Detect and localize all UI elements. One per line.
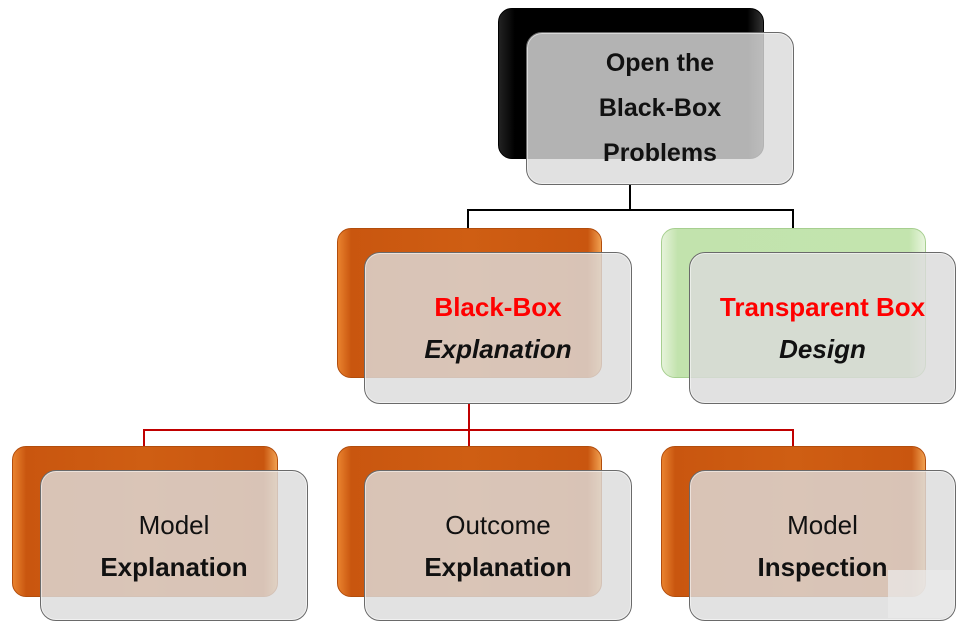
outcome-explanation-card[interactable]: Outcome Explanation [364, 470, 632, 621]
outcome-explanation-line-2: Explanation [424, 551, 572, 582]
outcome-explanation-line-1: Outcome [445, 509, 551, 540]
transparent-box-subtitle: Design [779, 334, 866, 364]
connector-to-model-explanation [143, 429, 145, 447]
connector-root-horizontal [467, 209, 794, 211]
model-explanation-line-2: Explanation [100, 551, 248, 582]
blackbox-explanation-card[interactable]: Black-Box Explanation [364, 252, 632, 404]
connector-root-vertical [629, 184, 631, 211]
blackbox-title: Black-Box [434, 292, 562, 322]
model-inspection-line-2: Inspection [757, 551, 888, 582]
root-node-card[interactable]: Open the Black-Box Problems [526, 32, 794, 185]
connector-blackbox-vertical [468, 403, 470, 431]
model-inspection-corner-highlight [888, 570, 954, 618]
root-title-line-2: Black-Box [598, 94, 722, 122]
transparent-box-title: Transparent Box [719, 292, 926, 322]
connector-root-to-transparent [792, 209, 794, 229]
model-explanation-card[interactable]: Model Explanation [40, 470, 308, 621]
connector-root-to-blackbox [467, 209, 469, 229]
connector-to-outcome-explanation [468, 429, 470, 447]
model-inspection-line-1: Model [787, 509, 858, 540]
root-title-line-3: Problems [603, 139, 717, 167]
connector-to-model-inspection [792, 429, 794, 447]
blackbox-subtitle: Explanation [424, 334, 572, 364]
model-explanation-line-1: Model [138, 509, 210, 540]
root-title-line-1: Open the [605, 49, 715, 77]
transparent-box-card[interactable]: Transparent Box Design [689, 252, 956, 404]
